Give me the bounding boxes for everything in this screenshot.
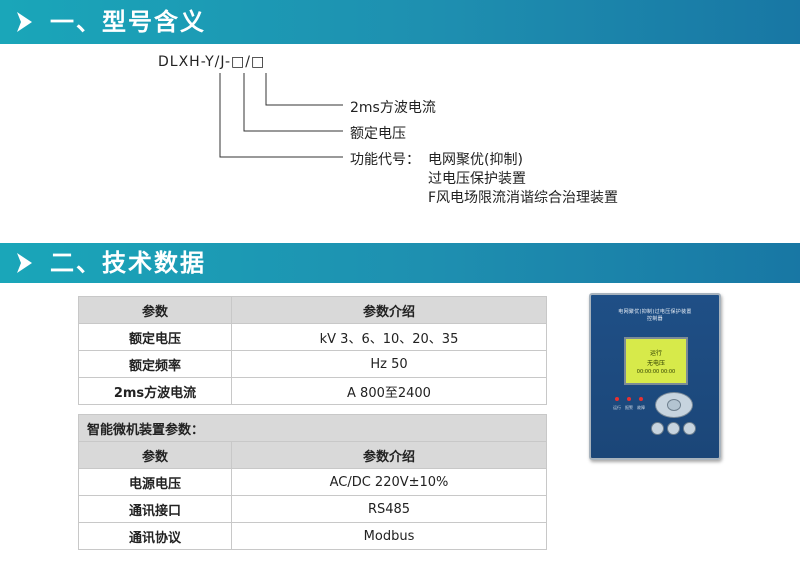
table-section-title: 智能微机装置参数： — [78, 414, 547, 442]
device-panel-title: 电网聚优(抑制)过电压保护装置 控制器 — [591, 309, 719, 323]
table-section-row: 智能微机装置参数： — [78, 414, 547, 442]
label-voltage: 额定电压 — [350, 126, 406, 142]
lcd-line: 无电压 — [646, 360, 665, 367]
function-line: 电网聚优(抑制) — [428, 152, 523, 168]
led-label: 报警 — [625, 405, 633, 410]
label-waveform: 2ms方波电流 — [350, 100, 436, 116]
param-name: 通讯接口 — [78, 495, 232, 523]
model-tree-lines — [219, 73, 343, 158]
table-row: 额定电压 kV 3、6、10、20、35 — [78, 323, 547, 351]
device-panel-title-line: 控制器 — [647, 316, 663, 322]
table-row: 通讯接口 RS485 — [78, 495, 547, 523]
table-row: 2ms方波电流 A 800至2400 — [78, 377, 547, 405]
spec-table-device: 智能微机装置参数： 参数 参数介绍 电源电压 AC/DC 220V±10% 通讯… — [78, 414, 547, 550]
param-value: AC/DC 220V±10% — [231, 468, 547, 496]
label-function-prefix: 功能代号： — [350, 152, 420, 168]
table-header-row: 参数 参数介绍 — [78, 296, 547, 324]
function-line: 过电压保护装置 — [428, 171, 526, 187]
section-title: 二、技术数据 — [50, 249, 206, 277]
led-label: 运行 — [613, 405, 621, 410]
param-value: A 800至2400 — [231, 377, 547, 405]
led-indicator-icon — [639, 397, 643, 401]
lcd-line: 00:00:00 00:00 — [636, 369, 676, 375]
device-panel-title-line: 电网聚优(抑制)过电压保护装置 — [618, 309, 692, 315]
param-name: 通讯协议 — [78, 522, 232, 550]
header-desc: 参数介绍 — [231, 441, 547, 469]
section-title: 一、型号含义 — [50, 8, 206, 36]
param-name: 额定电压 — [78, 323, 232, 351]
led-label: 故障 — [637, 405, 645, 410]
function-line: F风电场限流消谐综合治理装置 — [428, 190, 619, 206]
device-lcd-screen: 运行 无电压 00:00:00 00:00 — [624, 337, 688, 385]
param-value: Hz 50 — [231, 350, 547, 378]
chevron-right-icon — [17, 12, 32, 32]
param-name: 电源电压 — [78, 468, 232, 496]
param-value: kV 3、6、10、20、35 — [231, 323, 547, 351]
device-button-icon — [683, 422, 696, 435]
param-value: RS485 — [231, 495, 547, 523]
section-banner-model: 一、型号含义 — [0, 0, 800, 44]
model-code: DLXH-Y/J-□/□ — [158, 54, 266, 70]
table-row: 通讯协议 Modbus — [78, 522, 547, 550]
led-indicator-icon — [615, 397, 619, 401]
param-name: 2ms方波电流 — [78, 377, 232, 405]
header-param: 参数 — [78, 441, 232, 469]
param-value: Modbus — [231, 522, 547, 550]
table-row: 额定频率 Hz 50 — [78, 350, 547, 378]
device-button-icon — [651, 422, 664, 435]
lcd-line: 运行 — [649, 350, 662, 357]
led-indicator-icon — [627, 397, 631, 401]
device-navigation-pad-icon — [655, 392, 693, 418]
table-header-row: 参数 参数介绍 — [78, 441, 547, 469]
table-row: 电源电压 AC/DC 220V±10% — [78, 468, 547, 496]
header-param: 参数 — [78, 296, 232, 324]
header-desc: 参数介绍 — [231, 296, 547, 324]
section-banner-specs: 二、技术数据 — [0, 243, 800, 283]
chevron-right-icon — [17, 253, 32, 273]
param-name: 额定频率 — [78, 350, 232, 378]
device-button-icon — [667, 422, 680, 435]
spec-table-main: 参数 参数介绍 额定电压 kV 3、6、10、20、35 额定频率 Hz 50 … — [78, 296, 547, 405]
device-image: 电网聚优(抑制)过电压保护装置 控制器 运行 无电压 00:00:00 00:0… — [589, 293, 721, 460]
